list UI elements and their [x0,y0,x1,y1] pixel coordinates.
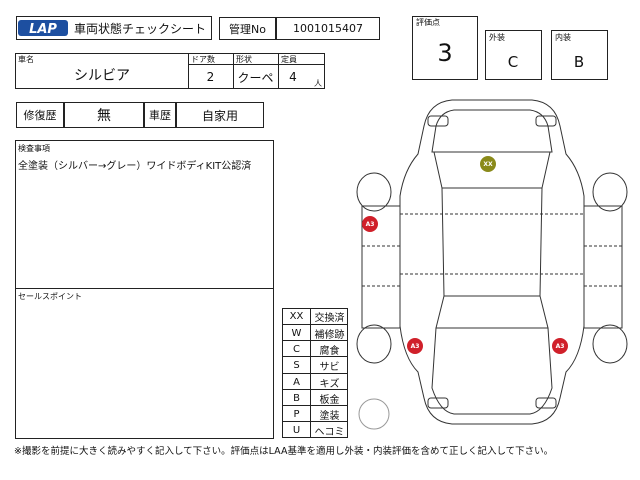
usage-history-label: 車歴 [144,102,176,128]
legend-code: P [293,408,300,420]
right-taillight [535,397,557,409]
legend-desc: 補修跡 [314,329,345,341]
rear-left-wheel [356,324,392,364]
divider [282,421,348,422]
legend-desc: 板金 [319,394,340,406]
divider [233,53,234,89]
legend-code: XX [289,310,304,322]
divider [282,356,348,357]
legend-desc: サビ [319,361,340,373]
roof-panel [441,187,543,297]
car-name-label: 車名 [18,55,34,64]
divider [278,53,279,89]
damage-marker-right-rear: A3 [552,338,568,354]
legend-code: U [292,424,301,436]
legend-code: A [293,376,300,388]
divider [282,324,348,325]
capacity-label: 定員 [281,55,297,64]
front-right-wheel [592,172,628,212]
legend-code: C [293,343,300,355]
sheet-title: 車両状態チェックシート [74,22,207,36]
capacity-unit: 人 [314,79,322,88]
right-headlight [535,115,557,127]
legend-desc: ヘコミ [314,426,345,438]
left-taillight [427,397,449,409]
rear-window [435,295,549,329]
damage-marker-left-front: A3 [362,216,378,232]
overall-grade-box [412,16,478,80]
divider [282,405,348,406]
overall-grade-value: 3 [437,39,453,67]
rear-right-wheel [592,324,628,364]
car-body-outline [399,99,585,425]
front-left-wheel [356,172,392,212]
divider [188,64,325,65]
left-side-panel [361,205,401,329]
lap-logo: LAP [18,20,68,37]
doors-value: 2 [206,70,215,84]
interior-grade-box [551,30,608,80]
legend-desc: 塗装 [319,410,340,422]
left-headlight [427,115,449,127]
overall-grade-label: 評価点 [416,18,440,27]
interior-grade-label: 内装 [555,33,571,42]
sales-points-heading: セールスポイント [18,292,82,301]
hood-panel [431,109,553,153]
divider [282,340,348,341]
marker-label: XX [483,161,493,168]
inspection-text: 全塗装（シルバー→グレー）ワイドボディKIT公認済 [18,161,252,172]
exterior-grade-box [485,30,542,80]
trunk-panel [431,327,553,415]
divider [282,389,348,390]
car-name-value: シルビア [74,68,130,84]
legend-code: S [293,359,300,371]
damage-marker-roof: XX [480,156,496,172]
interior-grade-value: B [573,52,585,71]
legend-desc: 腐食 [319,345,340,357]
footer-note: ※撮影を前提に大きく読みやすく記入して下さい。評価点はLAA基準を適用し外装・内… [14,446,554,457]
capacity-value: 4 [289,70,297,84]
spare-tire [358,398,390,430]
divider [282,373,348,374]
svg-text:LAP: LAP [29,22,57,37]
divider [188,53,189,89]
legend-code: W [291,327,302,339]
legend-code: B [293,392,300,404]
inspection-heading: 検査事項 [18,144,50,153]
car-info-table [15,53,325,89]
right-side-panel [583,205,623,329]
exterior-grade-value: C [507,52,519,71]
marker-label: A3 [366,221,375,228]
usage-history-value: 自家用 [176,102,264,128]
management-no-value: 1001015407 [276,17,380,40]
doors-label: ドア数 [191,55,215,64]
legend-desc: キズ [319,378,340,390]
repair-history-label: 修復歴 [16,102,64,128]
repair-history-value: 無 [64,102,144,128]
marker-label: A3 [411,343,420,350]
body-type-value: クーペ [237,70,274,85]
legend-desc: 交換済 [314,312,345,324]
marker-label: A3 [556,343,565,350]
car-damage-diagram: XX A3 A3 A3 [356,99,628,430]
title-box [16,16,212,40]
divider [15,288,274,289]
notes-panel [15,140,274,439]
exterior-grade-label: 外装 [489,33,505,42]
management-no-label: 管理No [219,17,276,40]
body-type-label: 形状 [236,55,252,64]
damage-marker-left-rear: A3 [407,338,423,354]
